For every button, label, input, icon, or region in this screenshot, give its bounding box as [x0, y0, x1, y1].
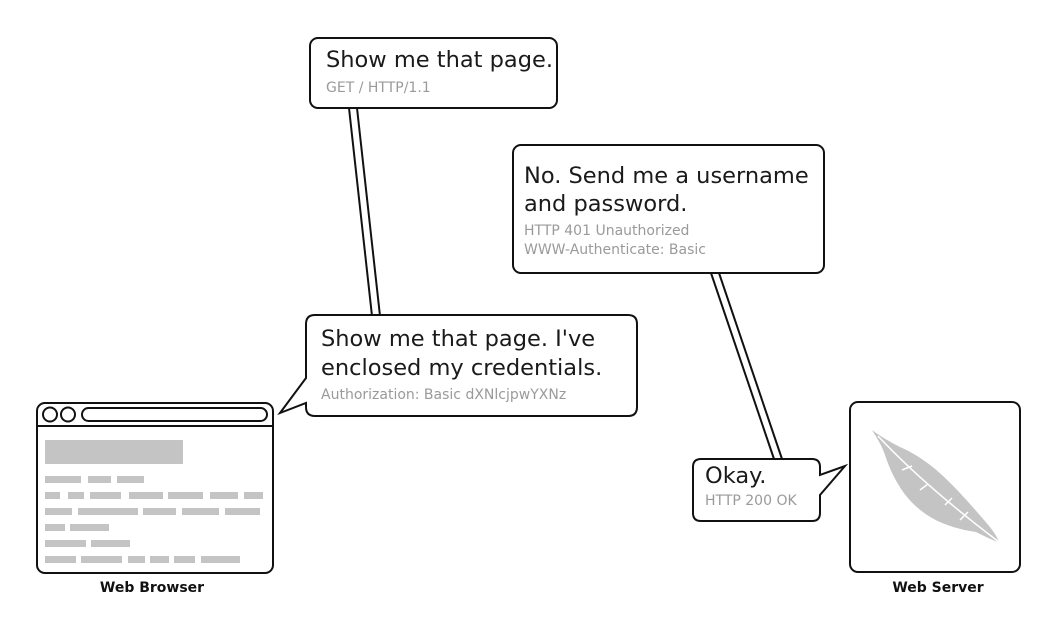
credentials-http: Authorization: Basic dXNlcjpwYXNz: [321, 387, 566, 403]
ok-message: Okay.: [705, 463, 766, 489]
feather-icon: [872, 430, 1000, 543]
web-browser-icon: [36, 402, 274, 574]
page-placeholder-content: [45, 440, 263, 563]
ok-http: HTTP 200 OK: [705, 493, 797, 509]
unauthorized-response-bubble: No. Send me a username and password. HTT…: [512, 144, 825, 274]
unauthorized-http-line2: WWW-Authenticate: Basic: [524, 242, 706, 258]
credentials-message-line2: enclosed my credentials.: [321, 355, 602, 381]
unauthorized-message-line1: No. Send me a username: [524, 163, 809, 189]
get-request-message: Show me that page.: [326, 47, 553, 73]
web-server-caption: Web Server: [892, 580, 983, 596]
unauthorized-message-line2: and password.: [524, 191, 687, 217]
connector-get-to-credentials: [348, 107, 381, 317]
web-server-icon: [849, 401, 1021, 573]
credentials-message-line1: Show me that page. I've: [321, 326, 595, 352]
unauthorized-http-line1: HTTP 401 Unauthorized: [524, 223, 689, 239]
credentials-request-bubble: Show me that page. I've enclosed my cred…: [277, 314, 638, 417]
connector-401-to-ok: [710, 272, 783, 460]
get-request-bubble: Show me that page. GET / HTTP/1.1: [309, 37, 558, 109]
get-request-http: GET / HTTP/1.1: [326, 80, 431, 96]
ok-response-bubble: Okay. HTTP 200 OK: [692, 458, 849, 522]
web-browser-caption: Web Browser: [100, 580, 204, 596]
